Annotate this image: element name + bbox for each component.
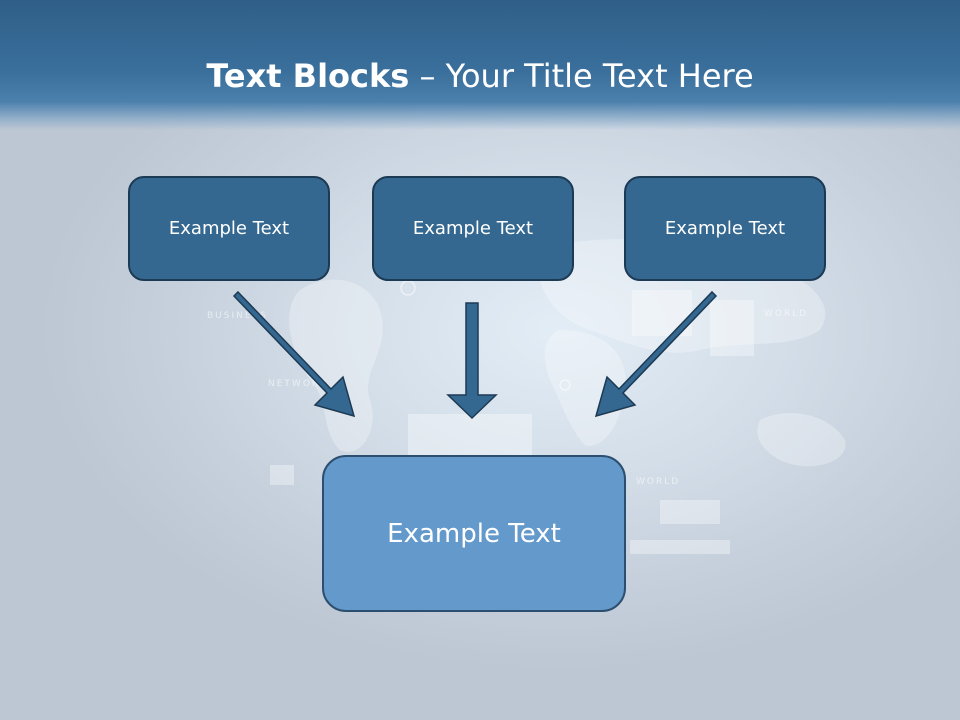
text-block-left[interactable]: Example Text	[128, 176, 330, 281]
title-bar	[0, 0, 960, 130]
continent-americas	[289, 279, 383, 452]
title-dash: –	[409, 57, 446, 95]
bg-label-network: NETWORK	[268, 379, 328, 389]
bg-panel	[660, 500, 720, 524]
text-block-center-label: Example Text	[412, 218, 534, 239]
target-text-block[interactable]: Example Text	[322, 455, 626, 612]
slide-title: Text Blocks – Your Title Text Here	[0, 54, 960, 98]
bg-label-world: WORLD	[764, 309, 808, 319]
bg-label-world: WORLD	[636, 477, 680, 487]
arrow-right-down-left	[594, 290, 718, 418]
bg-label-business: BUSINESS	[207, 311, 268, 321]
continent-australia	[757, 412, 846, 467]
globe-icon	[400, 280, 416, 296]
title-rest: Your Title Text Here	[445, 57, 754, 95]
continent-africa	[544, 330, 626, 446]
text-block-left-label: Example Text	[168, 218, 290, 239]
ring-icon	[559, 379, 571, 391]
arrow-center-down	[446, 302, 498, 420]
text-block-center[interactable]: Example Text	[372, 176, 574, 281]
title-bold: Text Blocks	[206, 57, 410, 95]
bg-panel	[630, 540, 730, 554]
target-text-block-label: Example Text	[387, 518, 561, 549]
text-block-right-label: Example Text	[664, 218, 786, 239]
arrow-left-down-right	[232, 290, 356, 418]
bg-panel	[710, 300, 754, 356]
bg-panel	[270, 465, 294, 485]
text-block-right[interactable]: Example Text	[624, 176, 826, 281]
